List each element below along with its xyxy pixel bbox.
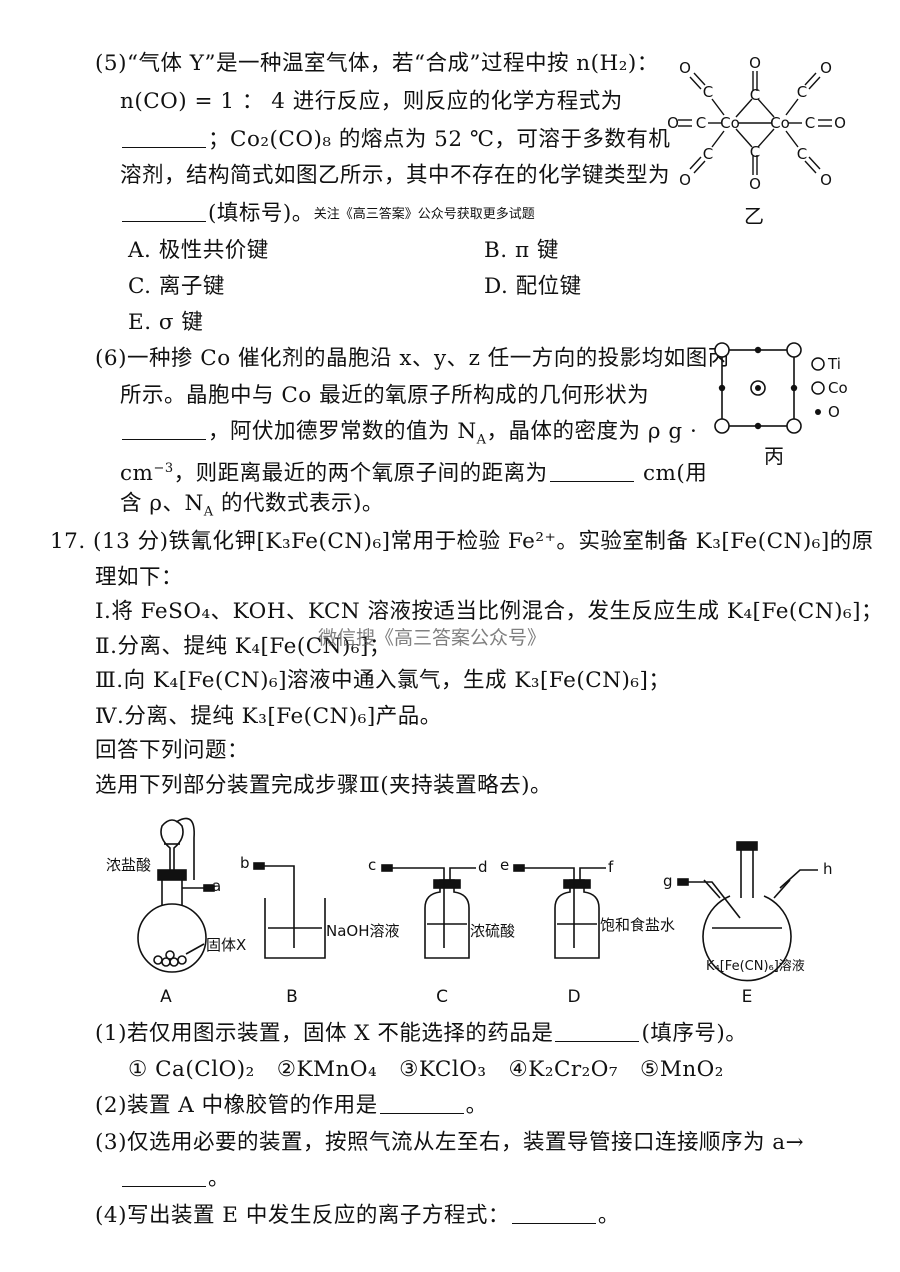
port-f: f [608, 858, 614, 876]
q17-sub3: (3)仅选用必要的装置，按照气流从左至右，装置导管接口连接顺序为 a→ [95, 1130, 805, 1155]
q17-step3: Ⅲ.向 K₄[Fe(CN)₆]溶液中通入氯气，生成 K₃[Fe(CN)₆]； [95, 668, 671, 693]
crystal-projection-figure: Ti Co O [714, 342, 848, 434]
answer-blank[interactable] [555, 1021, 640, 1042]
port-a: a [212, 877, 221, 895]
label-brine: 饱和食盐水 [600, 916, 675, 934]
watermark: 微信搜《高三答案公众号》 [318, 627, 547, 649]
q6-line5: 含 ρ、NA 的代数式表示)。 [120, 491, 384, 520]
apparatus-c-label: C [436, 987, 448, 1007]
c-atom-label: C [805, 114, 815, 132]
q6-line2: 所示。晶胞中与 Co 最近的氧原子所构成的几何形状为 [120, 383, 650, 408]
c-atom-label: C [750, 143, 760, 161]
o-atom-label: O [820, 171, 832, 189]
c-atom-label: C [703, 145, 713, 163]
q5-line3: ；Co₂(CO)₈ 的熔点为 52 ℃，可溶于多数有机 [120, 126, 670, 154]
q5-line1: (5)“气体 Y”是一种温室气体，若“合成”过程中按 n(H₂)： [95, 51, 659, 76]
promo-note: 关注《高三答案》公众号获取更多试题 [313, 207, 535, 222]
q5-line5: (填标号)。关注《高三答案》公众号获取更多试题 [120, 200, 535, 229]
q17-select-prompt: 选用下列部分装置完成步骤Ⅲ(夹持装置略去)。 [95, 773, 553, 798]
c-atom-label: C [797, 83, 807, 101]
q5-line2: n(CO) = 1 ： 4 进行反应，则反应的化学方程式为 [120, 89, 623, 114]
apparatus-a-label: A [160, 987, 172, 1007]
q17-step2: Ⅱ.分离、提纯 K₄[Fe(CN)₆]； [95, 634, 391, 659]
c-atom-label: C [750, 86, 760, 104]
figure-label-yi: 乙 [744, 204, 764, 228]
apparatus-figure: 浓盐酸 a 固体X b NaOH溶液 c d 浓硫酸 e f 饱和食盐水 g h… [106, 817, 833, 1007]
q17-sub2: (2)装置 A 中橡胶管的作用是。 [95, 1093, 488, 1118]
q5-line4: 溶剂，结构简式如图乙所示，其中不存在的化学键类型为 [120, 163, 671, 188]
o-atom-label: O [749, 175, 761, 193]
answer-blank[interactable] [122, 419, 206, 440]
c-atom-label: C [797, 145, 807, 163]
c-atom-label: C [703, 83, 713, 101]
apparatus-e-label: E [742, 987, 753, 1007]
q5-option-d: D. 配位键 [484, 274, 582, 299]
port-h: h [823, 860, 833, 878]
port-b: b [240, 854, 250, 872]
legend-ti: Ti [827, 355, 841, 373]
apparatus-d-label: D [567, 987, 580, 1007]
q17-sub3-cont: 。 [120, 1165, 230, 1193]
q17-sub1-options: ① Ca(ClO)₂ ②KMnO₄ ③KClO₃ ④K₂Cr₂O₇ ⑤MnO₂ [128, 1057, 724, 1082]
legend-o: O [828, 403, 840, 421]
q6-line1: (6)一种掺 Co 催化剂的晶胞沿 x、y、z 任一方向的投影均如图丙 [95, 346, 730, 371]
o-atom-label: O [749, 55, 761, 72]
q5-option-b: B. π 键 [484, 238, 559, 263]
answer-blank[interactable] [122, 201, 206, 222]
q17-line2: 理如下： [95, 565, 184, 590]
q5-option-e: E. σ 键 [128, 310, 204, 335]
label-naoh: NaOH溶液 [326, 922, 400, 940]
o-atom-label: O [820, 59, 832, 77]
label-conc-hcl: 浓盐酸 [106, 856, 151, 874]
port-c: c [368, 856, 376, 874]
label-k4fecn6: K₄[Fe(CN)₆]溶液 [706, 959, 805, 974]
figure-label-bing: 丙 [764, 444, 784, 468]
q17-step4: Ⅳ.分离、提纯 K₃[Fe(CN)₆]产品。 [95, 704, 442, 729]
c-atom-label: C [696, 114, 706, 132]
answer-blank[interactable] [379, 1093, 464, 1114]
co-atom-label: Co [720, 114, 740, 132]
q17-line1: 17. (13 分)铁氰化钾[K₃Fe(CN)₆]常用于检验 Fe²⁺。实验室制… [50, 529, 874, 554]
label-conc-h2so4: 浓硫酸 [470, 922, 515, 940]
q17-sub1: (1)若仅用图示装置，固体 X 不能选择的药品是(填序号)。 [95, 1021, 748, 1046]
co-atom-label: Co [770, 114, 790, 132]
port-g: g [663, 872, 673, 890]
o-atom-label: O [668, 114, 679, 132]
q5-option-c: C. 离子键 [128, 274, 225, 299]
o-atom-label: O [679, 171, 691, 189]
q17-sub4: (4)写出装置 E 中发生反应的离子方程式：。 [95, 1203, 620, 1228]
q17-step1: Ⅰ.将 FeSO₄、KOH、KCN 溶液按适当比例混合，发生反应生成 K₄[Fe… [95, 599, 883, 624]
o-atom-label: O [679, 59, 691, 77]
co2co8-structure-figure: Co Co C O C O C O C O C O C O C O C O [668, 55, 846, 193]
answer-blank[interactable] [511, 1203, 596, 1224]
port-e: e [500, 856, 509, 874]
q5-option-a: A. 极性共价键 [128, 238, 269, 263]
label-solid-x: 固体X [206, 936, 246, 954]
port-d: d [478, 858, 488, 876]
answer-blank[interactable] [122, 127, 206, 148]
apparatus-b-label: B [286, 987, 298, 1007]
o-atom-label: O [834, 114, 846, 132]
q17-answer-prompt: 回答下列问题： [95, 738, 250, 763]
answer-blank[interactable] [122, 1166, 206, 1187]
q6-line4: cm−3，则距离最近的两个氧原子间的距离为 cm(用 [120, 461, 708, 487]
q6-line3: ，阿伏加德罗常数的值为 NA，晶体的密度为 ρ g · [120, 418, 697, 454]
answer-blank[interactable] [549, 461, 634, 483]
legend-co: Co [828, 379, 848, 397]
